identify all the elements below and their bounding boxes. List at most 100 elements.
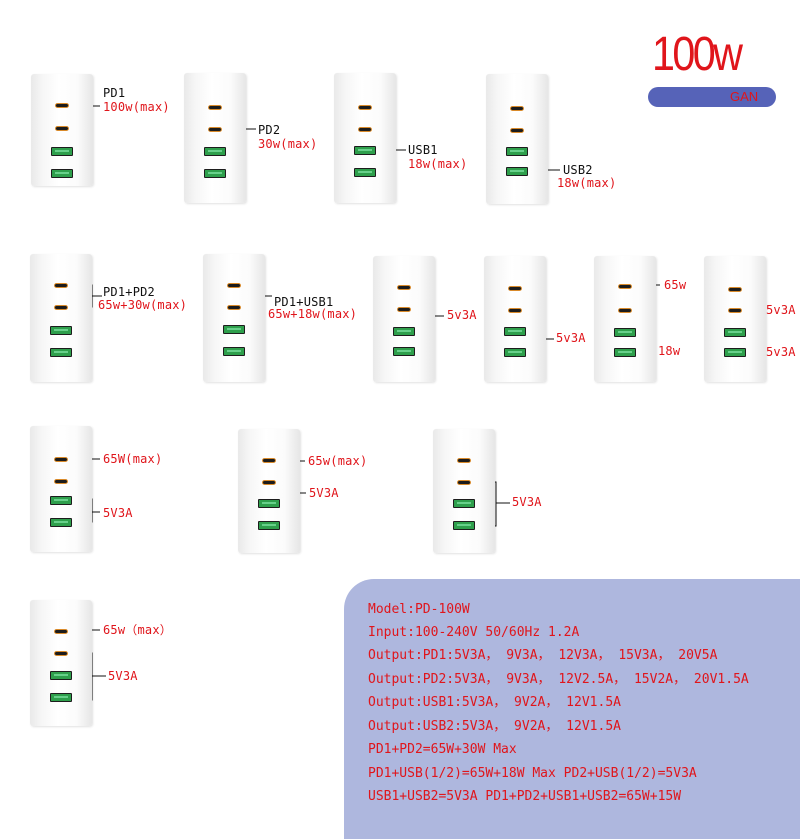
usb-c-port xyxy=(54,651,68,656)
label-pd1-pd2: PD1+PD2 xyxy=(103,285,155,299)
label-split-bottom: 5v3A xyxy=(766,345,796,359)
label-pd2-power: 30w(max) xyxy=(258,137,318,151)
usb-a-port xyxy=(258,521,280,530)
spec-combo-pd1-pd2: PD1+PD2=65W+30W Max xyxy=(368,742,517,757)
usb-c-port xyxy=(262,480,276,485)
charger-usb-pair xyxy=(484,256,546,382)
usb-a-port xyxy=(453,521,475,530)
usb-a-port xyxy=(258,499,280,508)
charger-usb2 xyxy=(486,74,548,204)
usb-a-port xyxy=(50,348,72,357)
usb-a-port xyxy=(614,328,636,337)
usb-a-port xyxy=(50,496,72,505)
label-usb-pair-power: 5v3A xyxy=(556,331,586,345)
usb-c-port xyxy=(55,126,69,131)
charger-pd1 xyxy=(31,74,93,186)
usb-c-port xyxy=(728,287,742,292)
usb-c-port xyxy=(54,479,68,484)
usb-c-port xyxy=(508,286,522,291)
label-pd1: PD1 xyxy=(103,86,126,100)
usb-a-port xyxy=(504,327,526,336)
usb-a-port xyxy=(504,348,526,357)
usb-c-port xyxy=(208,127,222,132)
spec-input: Input:100-240V 50/60Hz 1.2A xyxy=(368,625,580,640)
charger-mixed xyxy=(594,256,656,382)
label-row3-c-bottom: 5V3A xyxy=(512,495,542,509)
label-row3-b-bottom: 5V3A xyxy=(309,486,339,500)
label-pd1-usb1-power: 65w+18w(max) xyxy=(268,307,358,321)
label-row4-top: 65w（max） xyxy=(103,623,172,637)
label-mixed-bottom: 18w xyxy=(658,344,681,358)
usb-a-port xyxy=(354,168,376,177)
charger-row3-b xyxy=(238,429,300,553)
usb-a-port xyxy=(51,147,73,156)
charger-row3-c xyxy=(433,429,495,553)
label-pd-pair-power: 5v3A xyxy=(447,308,477,322)
usb-c-port xyxy=(227,305,241,310)
usb-c-port xyxy=(54,629,68,634)
usb-c-port xyxy=(54,305,68,310)
charger-row3-a xyxy=(30,426,92,552)
label-pd1-usb1: PD1+USB1 xyxy=(274,295,334,309)
spec-output-usb1: Output:USB1:5V3A， 9V2A， 12V1.5A xyxy=(368,695,621,710)
usb-a-port xyxy=(453,499,475,508)
usb-c-port xyxy=(618,308,632,313)
label-pd2: PD2 xyxy=(258,123,281,137)
usb-c-port xyxy=(457,480,471,485)
spec-combo-pd-usb: PD1+USB(1/2)=65W+18W Max PD2+USB(1/2)=5V… xyxy=(368,766,697,781)
usb-a-port xyxy=(354,146,376,155)
label-usb2-power: 18w(max) xyxy=(557,176,617,190)
usb-c-port xyxy=(618,284,632,289)
usb-c-port xyxy=(358,127,372,132)
usb-a-port xyxy=(393,347,415,356)
usb-a-port xyxy=(724,348,746,357)
label-split-top: 5v3A xyxy=(766,303,796,317)
spec-output-pd2: Output:PD2:5V3A， 9V3A， 12V2.5A， 15V2A， 2… xyxy=(368,672,749,687)
usb-c-port xyxy=(510,106,524,111)
spec-model: Model:PD-100W xyxy=(368,602,470,617)
usb-a-port xyxy=(223,347,245,356)
charger-pd-pair xyxy=(373,256,435,382)
usb-a-port xyxy=(506,167,528,176)
usb-c-port xyxy=(510,128,524,133)
usb-a-port xyxy=(614,348,636,357)
label-row3-a-top: 65W(max) xyxy=(103,452,163,466)
usb-c-port xyxy=(262,458,276,463)
charger-usb1 xyxy=(334,73,396,203)
usb-a-port xyxy=(204,169,226,178)
wattage-title: 100w xyxy=(652,28,743,81)
usb-a-port xyxy=(50,671,72,680)
spec-panel: Model:PD-100W Input:100-240V 50/60Hz 1.2… xyxy=(344,579,800,839)
usb-a-port xyxy=(506,147,528,156)
label-usb1-power: 18w(max) xyxy=(408,157,468,171)
spec-output-pd1: Output:PD1:5V3A， 9V3A， 12V3A， 15V3A， 20V… xyxy=(368,648,718,663)
charger-split xyxy=(704,256,766,382)
spec-output-usb2: Output:USB2:5V3A， 9V2A， 12V1.5A xyxy=(368,719,621,734)
usb-a-port xyxy=(50,326,72,335)
usb-a-port xyxy=(223,325,245,334)
gan-label: GAN xyxy=(730,89,759,104)
usb-a-port xyxy=(50,693,72,702)
label-pd1-power: 100w(max) xyxy=(103,100,170,114)
charger-pd1-usb1 xyxy=(203,254,265,382)
label-row4-bottom: 5V3A xyxy=(108,669,138,683)
usb-c-port xyxy=(227,283,241,288)
charger-row4 xyxy=(30,600,92,726)
usb-a-port xyxy=(50,518,72,527)
charger-pd2 xyxy=(184,73,246,203)
label-usb1: USB1 xyxy=(408,143,438,157)
label-pd1-pd2-power: 65w+30w(max) xyxy=(98,298,188,312)
label-row3-b-top: 65w(max) xyxy=(308,454,368,468)
label-mixed-top: 65w xyxy=(664,278,687,292)
usb-a-port xyxy=(724,328,746,337)
usb-c-port xyxy=(397,307,411,312)
usb-c-port xyxy=(54,457,68,462)
usb-c-port xyxy=(457,458,471,463)
gan-badge-bar xyxy=(648,87,776,107)
usb-c-port xyxy=(54,283,68,288)
label-usb2: USB2 xyxy=(563,163,593,177)
usb-c-port xyxy=(508,308,522,313)
usb-c-port xyxy=(397,285,411,290)
usb-c-port xyxy=(208,105,222,110)
usb-c-port xyxy=(728,308,742,313)
